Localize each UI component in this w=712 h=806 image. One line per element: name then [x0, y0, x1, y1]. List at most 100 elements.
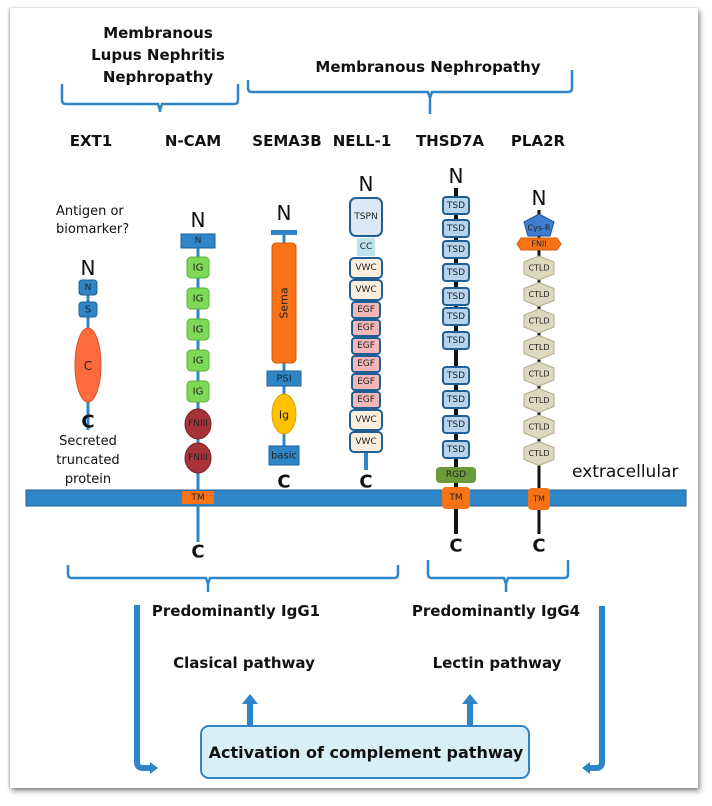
thsd7a-domain-tsd — [442, 240, 470, 259]
thsd7a-domain-label: TSD — [446, 395, 465, 405]
ncam-domain-label: IG — [193, 387, 204, 398]
antigen-ext1: EXT1 — [70, 132, 112, 150]
nell1-domain-egf — [351, 355, 381, 373]
pla2r-domain-ctld — [523, 440, 555, 467]
nell1-domain-label: EGF — [357, 323, 375, 333]
ncam-domain-label: FNIII — [188, 453, 208, 463]
note-secreted-line3: protein — [65, 472, 111, 487]
arrow-left-down — [134, 605, 152, 771]
ncam-domain-ig — [186, 349, 210, 372]
thsd7a-domain-tsd — [442, 390, 470, 409]
thsd7a-domain-label: TSD — [446, 312, 465, 322]
thsd7a-domain-label: TSD — [446, 420, 465, 430]
note-secreted-line2: truncated — [56, 453, 119, 468]
thsd7a-domain-label: TSD — [446, 371, 465, 381]
ncam-domain-label: IG — [193, 263, 204, 274]
ncam-domain-ig — [186, 256, 210, 279]
nell1-domain-label: VWC — [355, 263, 376, 273]
pla2r-domain-ctld — [523, 387, 555, 414]
label-classical-pathway: Clasical pathway — [173, 654, 315, 672]
sema3b-c-terminus: C — [277, 472, 290, 493]
pla2r-n-terminus: N — [532, 186, 547, 210]
antigen-nell1: NELL-1 — [333, 132, 392, 150]
sema3b-domain-label: Ig — [279, 409, 289, 422]
ncam-domain-fniii — [184, 442, 212, 474]
cell-membrane — [25, 489, 687, 507]
thsd7a-domain-tsd — [442, 287, 470, 306]
pla2r-domain-ctld — [523, 281, 555, 308]
pla2r-domain-label: CTLD — [528, 396, 549, 405]
thsd7a-c-terminus: C — [449, 536, 462, 557]
nell1-domain-vwc — [349, 409, 383, 431]
ext1-domain-label: N — [85, 283, 92, 293]
sema3b-domain-label: PSI — [276, 374, 291, 385]
arrow-up-classical-shaft — [247, 703, 253, 731]
ncam-n-terminus: N — [191, 208, 206, 232]
label-igg1: Predominantly IgG1 — [152, 602, 320, 620]
nell1-domain-vwc — [349, 279, 383, 301]
nell1-domain-egf — [351, 319, 381, 337]
thsd7a-domain-tsd — [442, 307, 470, 326]
ext1-domain-s — [78, 301, 98, 318]
pla2r-domain-label: CTLD — [528, 343, 549, 352]
pla2r-domain-label: CTLD — [528, 264, 549, 273]
ncam-domain-n — [180, 233, 216, 249]
thsd7a-domain-tm — [442, 487, 470, 509]
pla2r-domain-label: Cys-R — [528, 224, 551, 233]
arrow-right-down — [588, 606, 605, 771]
sema3b-n-cap — [271, 230, 297, 235]
label-extracellular: extracellular — [572, 462, 678, 482]
thsd7a-domain-tsd — [442, 263, 470, 282]
antigen-ncam: N-CAM — [165, 132, 221, 150]
nell1-domain-egf — [351, 373, 381, 391]
nell1-domain-label: VWC — [355, 285, 376, 295]
ncam-domain-label: FNIII — [188, 419, 208, 429]
thsd7a-domain-label: TSD — [446, 336, 465, 346]
ncam-domain-ig — [186, 287, 210, 310]
ncam-domain-label: IG — [193, 294, 204, 305]
thsd7a-domain-tsd — [442, 219, 470, 238]
nell1-domain-egf — [351, 391, 381, 409]
pla2r-domain-label: TM — [532, 495, 545, 504]
thsd7a-domain-tsd — [442, 331, 470, 350]
ncam-domain-tm — [182, 491, 214, 504]
nell1-domain-label: CC — [360, 242, 373, 252]
nell1-domain-label: EGF — [357, 341, 375, 351]
note-secreted-line1: Secreted — [59, 434, 117, 449]
nell1-domain-tspn — [349, 197, 383, 237]
pla2r-domain-label: CTLD — [528, 423, 549, 432]
thsd7a-domain-rgd — [436, 467, 476, 483]
arrow-left-head — [150, 762, 158, 774]
pla2r-domain-ctld — [523, 361, 555, 387]
activation-box — [200, 725, 530, 779]
thsd7a-domain-tsd — [442, 196, 470, 215]
nell1-domain-label: EGF — [357, 305, 375, 315]
pla2r-domain-label: CTLD — [528, 449, 549, 458]
pla2r-domain-ctld — [523, 308, 555, 334]
thsd7a-domain-label: TM — [448, 493, 462, 503]
nell1-n-terminus: N — [359, 172, 374, 196]
ext1-c-terminus: C — [81, 412, 94, 433]
thsd7a-domain-label: TSD — [446, 268, 465, 278]
ext1-n-terminus: N — [81, 256, 96, 280]
pla2r-domain-tm — [528, 488, 550, 510]
ncam-domain-label: N — [195, 236, 202, 246]
nell1-domain-label: TSPN — [353, 212, 377, 222]
pla2r-domain-label: CTLD — [528, 290, 549, 299]
group-lupus-line2: Lupus Nephritis — [91, 46, 225, 64]
brace-lupus — [60, 84, 240, 112]
label-igg4: Predominantly IgG4 — [412, 602, 580, 620]
ncam-domain-ig — [186, 318, 210, 341]
sema3b-domain-basic — [268, 445, 300, 466]
thsd7a-domain-tsd — [442, 440, 470, 459]
ncam-domain-label: IG — [193, 356, 204, 367]
thsd7a-domain-label: TSD — [446, 224, 465, 234]
thsd7a-domain-label: RGD — [446, 470, 466, 480]
pla2r-domain-label: CTLD — [528, 317, 549, 326]
arrow-right-head — [582, 762, 590, 774]
arrow-up-classical-head — [242, 694, 258, 704]
